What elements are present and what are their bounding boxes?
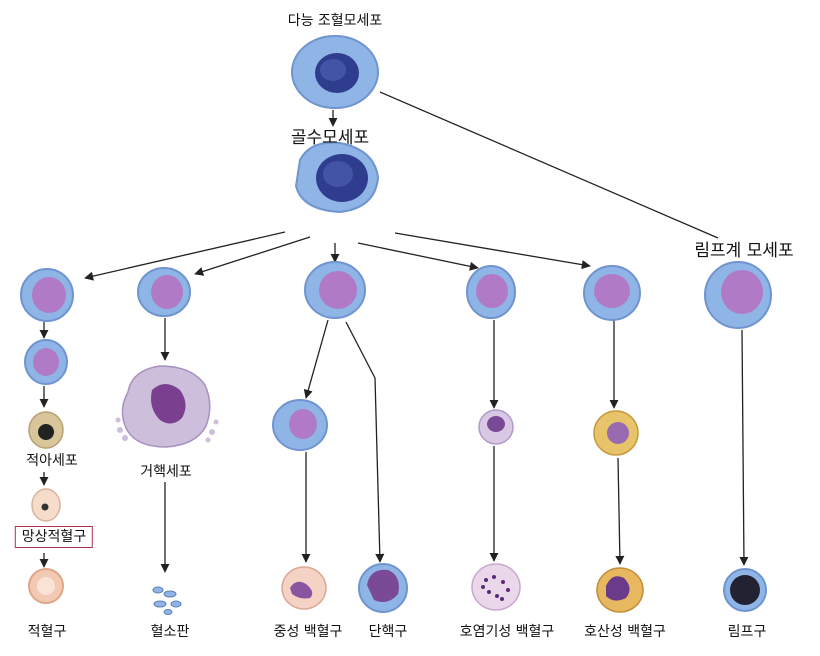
arrow-to-baso-branch [394, 232, 591, 270]
basophil-progenitor-cell [583, 265, 641, 321]
eosinophil-myelocyte-cell [478, 409, 514, 445]
label-erythroblast: 적아세포 [26, 453, 78, 469]
label-neutrophil: 중성 백혈구 [273, 624, 343, 640]
megakaryoblast-cell [137, 267, 191, 317]
label-hsc: 다능 조혈모세포 [287, 13, 383, 29]
platelets [152, 586, 182, 615]
label-reticulocyte: 망상적혈구 [14, 526, 94, 548]
label-lymphocyte: 림프구 [727, 624, 767, 640]
basophil-myelocyte-cell [593, 410, 639, 456]
granulocyte-progenitor-cell [304, 261, 366, 319]
label-rbc: 적혈구 [27, 624, 67, 640]
myeloid-progenitor-cell [294, 141, 380, 214]
rbc-cell [28, 568, 64, 604]
megakaryocyte-cell [115, 365, 219, 448]
arrow-to-erythroid-branch [84, 231, 286, 281]
eosinophil-progenitor-cell [466, 265, 516, 319]
label-basophil: 호산성 백혈구 [584, 624, 666, 640]
arrow-mono-split-left [303, 319, 329, 399]
arrow-to-eos-branch [357, 242, 479, 271]
label-platelet: 혈소판 [150, 624, 190, 640]
hsc-cell [291, 35, 379, 109]
lymphoid-progenitor-cell [704, 261, 772, 329]
reticulocyte-cell [31, 488, 61, 522]
lymphocyte-cell [723, 568, 767, 612]
proerythroblast-cell [24, 339, 68, 385]
line-hsc-to-lymphoid [379, 91, 719, 239]
erythroblast-cell [28, 411, 64, 449]
arrow-to-mega-branch [194, 236, 311, 276]
eosinophil-cell [471, 563, 521, 611]
arrow-baso-2 [615, 457, 625, 565]
arrow-mono-final [345, 321, 385, 563]
arrow-lympho-1 [739, 329, 749, 566]
monocyte-cell [358, 563, 408, 613]
label-monocyte: 단핵구 [368, 624, 408, 640]
myelocyte-cell [272, 399, 328, 451]
label-megakaryocyte: 거핵세포 [140, 464, 192, 480]
label-myeloid-progenitor: 골수모세포 [290, 128, 370, 148]
basophil-cell [596, 567, 644, 613]
erythroid-progenitor-cell [20, 268, 74, 322]
label-eosinophil: 호염기성 백혈구 [459, 624, 555, 640]
neutrophil-cell [281, 566, 327, 610]
label-lymphoid-progenitor: 림프계 모세포 [694, 241, 794, 261]
